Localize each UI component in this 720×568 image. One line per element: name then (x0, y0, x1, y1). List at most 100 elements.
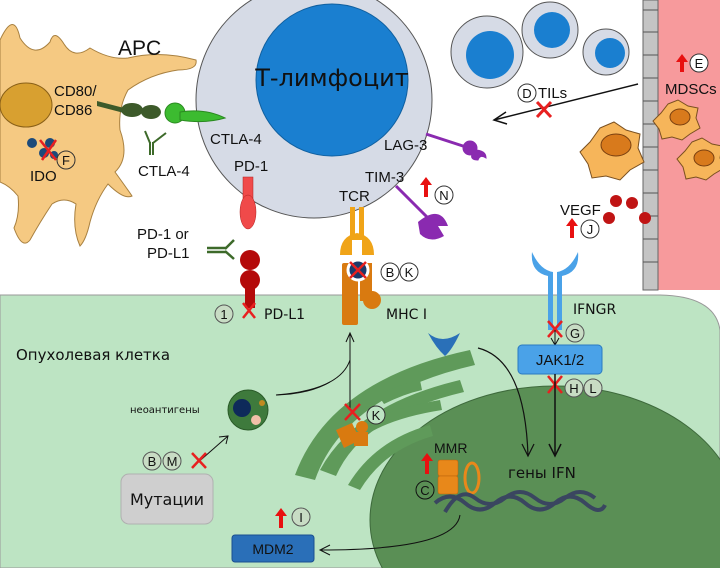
mdsc-cell (676, 137, 720, 181)
apc-label: APC (118, 37, 161, 60)
marker-badge: K (399, 262, 419, 282)
marker-i: I (299, 510, 303, 525)
pd-antibody-icon (207, 239, 235, 260)
marker-badge: L (583, 378, 603, 398)
marker-b: B (386, 265, 395, 280)
lag3-label: LAG-3 (384, 137, 427, 154)
ido-label: IDO (30, 168, 57, 185)
mdsc-cell (652, 99, 701, 141)
neoantigens-label: неоантигены (130, 405, 200, 416)
marker-badge: H (564, 378, 584, 398)
vegf-label: VEGF (560, 202, 601, 219)
marker-g: G (570, 326, 580, 341)
up-arrow-icon (676, 54, 688, 72)
apc-nucleus (0, 82, 53, 128)
mdm2-label: MDM2 (252, 541, 293, 557)
mmr-label: MMR (434, 440, 467, 456)
mhc-label: MHC I (386, 307, 427, 323)
mdscs-label: MDSCs (665, 81, 717, 98)
marker-f: F (62, 153, 70, 168)
signal-to-ifn-genes-arrow (477, 347, 535, 458)
marker-e: E (695, 56, 704, 71)
golgi-vesicle-icon (428, 333, 460, 356)
marker-badge: B (142, 451, 162, 471)
marker-badge: B (380, 262, 400, 282)
marker-k: K (405, 265, 414, 280)
marker-badge: K (366, 405, 386, 425)
marker-h: H (569, 381, 578, 396)
up-arrow-icon (566, 218, 578, 238)
pd-antibody-label-2: PD-L1 (147, 245, 190, 262)
marker-c: C (420, 483, 429, 498)
er-mhc-complex (336, 421, 368, 448)
ifngr-receptor (531, 252, 579, 330)
marker-badge: F (56, 150, 76, 170)
ctla4-label: CTLA-4 (210, 131, 262, 148)
tumor-cell-label: Опухолевая клетка (16, 346, 170, 364)
cd86-label: CD86 (54, 102, 92, 119)
tcr-receptor (340, 207, 374, 255)
pd-antibody-label-1: PD-1 or (137, 226, 189, 243)
ifn-genes-label: гены IFN (508, 464, 576, 482)
up-arrow-icon (421, 453, 433, 474)
cd80-cd86-ligand (97, 101, 161, 119)
ctla4-receptor (164, 102, 227, 124)
mmr-complex (437, 459, 481, 495)
tim3-label: TIM-3 (365, 169, 404, 186)
marker-badge: I (291, 507, 311, 527)
til-cell (450, 15, 524, 89)
tils-label: TILs (538, 85, 567, 102)
ido-block-icon (39, 139, 58, 161)
pd1-receptor (239, 176, 257, 230)
antigen-block-icon (349, 261, 367, 279)
marker-m: M (167, 454, 178, 469)
up-arrow-icon (420, 177, 432, 197)
pdl1-ligand (240, 250, 260, 308)
mdm2-box (231, 534, 315, 563)
mutation-block-icon (191, 452, 207, 469)
ifngr-label: IFNGR (573, 302, 617, 318)
vessel-wall (642, 0, 659, 291)
jak-box (517, 344, 603, 375)
marker-j: J (587, 222, 594, 237)
marker-badge: N (434, 185, 454, 205)
marker-badge: D (517, 83, 537, 103)
tcr-label: TCR (339, 188, 370, 205)
up-arrow-icon (275, 508, 287, 528)
neoantigen-to-surface-arrow (275, 381, 331, 396)
marker-d: D (522, 86, 531, 101)
marker-k-er: K (372, 408, 381, 423)
ifngr-block-icon (547, 320, 563, 338)
ctla4-antibody-label: CTLA-4 (138, 163, 190, 180)
marker-1: 1 (220, 307, 227, 322)
marker-badge: E (689, 53, 709, 73)
apc-cell (0, 24, 197, 247)
marker-badge: C (415, 480, 435, 500)
marker-badge: J (580, 219, 600, 239)
pdl1-label: PD-L1 (264, 307, 305, 323)
jak-to-ifn-arrow (548, 374, 562, 458)
t-cell-nucleus (255, 3, 409, 157)
ctla4-antibody-icon (144, 130, 167, 155)
marker-badge: M (162, 451, 182, 471)
til-cell (521, 1, 579, 59)
jak-label: JAK1/2 (536, 352, 584, 369)
dna-to-mdm2-arrow (318, 514, 461, 556)
neoantigen-vesicle-icon (227, 389, 269, 431)
mhc-er-block-icon (344, 403, 361, 421)
tim3-receptor (394, 184, 448, 240)
cd80-label: CD80/ (54, 83, 97, 100)
t-cell-label: Т-лимфоцит (254, 64, 409, 92)
til-infiltration-arrow (492, 83, 639, 125)
lag3-receptor (425, 132, 487, 161)
marker-badge: G (565, 323, 585, 343)
marker-badge: 1 (214, 304, 234, 324)
mutations-box (120, 473, 214, 525)
marker-l: L (589, 381, 596, 396)
pdl1-block-icon (242, 302, 256, 319)
marker-n: N (439, 188, 448, 203)
vegf-molecules-icon (603, 195, 651, 224)
mutations-label: Мутации (130, 490, 204, 509)
dna-helix-icon (433, 490, 607, 514)
